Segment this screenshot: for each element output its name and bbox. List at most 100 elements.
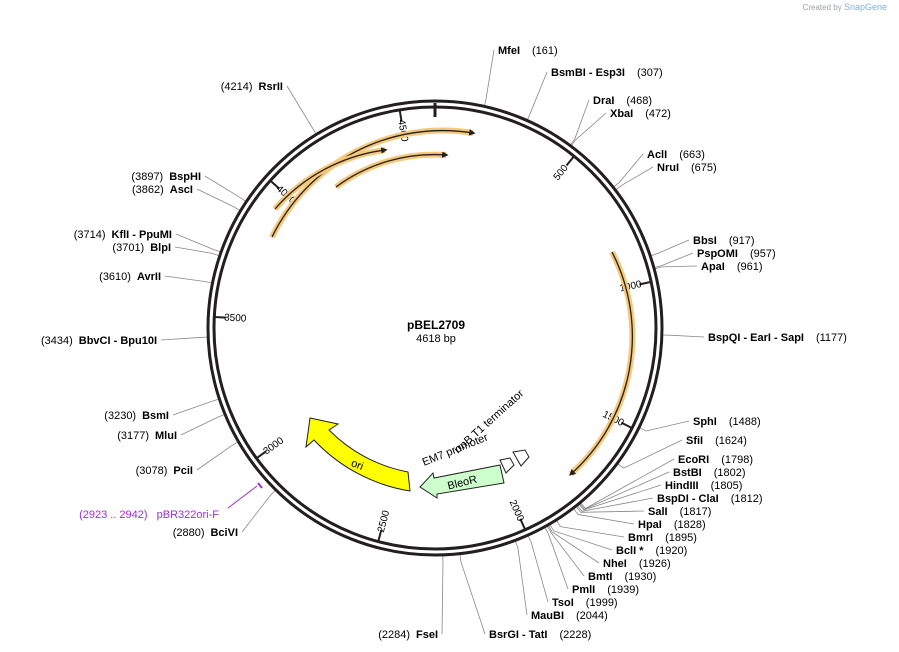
site-leader [655,265,698,270]
restriction-site-label[interactable]: HindIII (1805) [665,480,742,492]
restriction-site-label[interactable]: (3434)BbvCI - Bpu10I [41,335,157,347]
restriction-site-label[interactable]: (3078)PciI [136,465,193,477]
restriction-site-label[interactable]: (2880) BciVI [173,527,238,539]
restriction-site-label[interactable]: BstBI(1802) [673,467,746,479]
restriction-site-label[interactable]: SfiI(1624) [686,435,747,447]
restriction-site-label[interactable]: BsmBI - Esp3I(307) [551,67,663,79]
restriction-site-label[interactable]: HpaI(1828) [638,519,706,531]
site-labels: MfeI(161) BsmBI - Esp3I(307) DraI(468)XbaI… [41,45,847,641]
site-leader [579,484,662,511]
tick-mark [269,179,280,190]
restriction-site-label[interactable]: (3714)KflI - PpuMI [74,229,172,241]
primer-label: (2923 .. 2942) pBR322ori-F [79,509,219,521]
restriction-site-label[interactable]: (3862) AscI [132,184,193,196]
site-name: HindIII [665,480,699,492]
tick-mark [377,529,383,542]
site-leader [576,506,645,513]
site-position: (1920) [656,545,688,557]
orf-arcs [269,127,636,477]
site-name: ApaI [701,261,725,273]
site-leader [484,49,495,106]
restriction-site-label[interactable]: XbaI(472) [610,108,671,120]
site-position: (161) [532,45,558,57]
site-position: (3610) [99,271,131,283]
site-name: BsmI [142,410,169,422]
restriction-site-label[interactable]: EcoRI(1798) [678,454,753,466]
site-position: (2880) [173,527,205,539]
restriction-site-label[interactable]: BclI *(1920) [616,545,687,557]
site-name: FseI [416,629,438,641]
site-leader [174,246,219,256]
restriction-site-label[interactable]: BspQI - EarI - SapI(1177) [708,332,847,344]
restriction-site-label[interactable]: (4214)RsrII [221,81,283,93]
restriction-site-label[interactable]: (3610)AvrII [99,271,161,283]
site-name: BspQI - EarI - SapI [708,332,804,344]
site-leader [615,166,654,190]
site-leader [527,71,548,120]
em7-promoter-feature[interactable] [499,457,515,474]
site-leader [573,508,635,525]
restriction-site-label[interactable]: BbsI(917) [693,235,755,247]
restriction-site-label[interactable]: BsrGI - TatI(2228) [489,629,591,641]
site-name: HpaI [638,519,662,531]
restriction-site-label[interactable]: BspDI - ClaI(1812) [657,493,763,505]
site-name: BmrI [628,532,653,544]
site-leader [196,188,240,211]
tick-label: 2000 [507,498,526,523]
orf-arc-right [568,250,636,477]
site-position: (957) [750,248,776,260]
restriction-site-label[interactable]: TsoI(1999) [552,597,618,609]
rrnb-terminator-feature[interactable] [512,449,530,467]
restriction-site-label[interactable]: MfeI(161) [498,45,558,57]
orf-arc-top-3-line [335,151,449,188]
site-position: (1930) [624,571,656,583]
site-name: BciVI [210,527,238,539]
restriction-site-label[interactable]: (3177)MluI [117,430,177,442]
site-name: AclI [647,149,667,161]
site-name: AscI [170,184,193,196]
site-leader [180,414,225,436]
site-position: (1999) [586,597,618,609]
restriction-site-label[interactable]: SalI(1817) [648,506,711,518]
site-position: (2284) [378,629,410,641]
restriction-site-label[interactable]: DraI(468) [593,95,652,107]
restriction-site-label[interactable]: (2284) FseI [378,629,438,641]
restriction-site-label[interactable]: ApaI(961) [701,261,763,273]
site-name: BsrGI - TatI [489,629,547,641]
snapgene-logo: SnapGene [843,2,887,12]
site-name: BspDI - ClaI [657,493,719,505]
site-name: XbaI [610,108,633,120]
restriction-site-label[interactable]: (3897)BspHI [131,171,201,183]
restriction-site-label[interactable]: PmlI(1939) [572,584,639,596]
site-position: (468) [626,95,652,107]
site-name: BsmBI - Esp3I [551,67,625,79]
restriction-site-label[interactable]: (3230)BsmI [104,410,169,422]
backbone-outer-ring [206,99,664,557]
restriction-site-label[interactable]: AclI(663) [647,149,705,161]
site-position: (3862) [132,184,164,196]
restriction-site-label[interactable]: (3701)BlpI [112,242,171,254]
site-leader [547,526,585,577]
restriction-site-label[interactable]: MauBI(2044) [531,610,608,622]
tick-label: 3500 [224,313,247,325]
restriction-site-label[interactable]: PspOMI(957) [697,248,776,260]
site-name: SfiI [686,435,703,447]
restriction-site-label[interactable]: BmtI(1930) [588,571,656,583]
site-leader [548,525,600,564]
ori-feature[interactable] [305,417,411,492]
restriction-site-label[interactable]: NruI(675) [657,162,717,174]
bleor-feature[interactable] [419,464,505,499]
restriction-site-label[interactable]: BmrI(1895) [628,532,697,544]
site-leader [639,420,690,432]
restriction-site-label[interactable]: SphI(1488) [693,416,761,428]
tick-label: 2500 [376,509,392,534]
site-position: (1805) [711,480,743,492]
ori-label: ori [349,457,365,473]
rrnb-terminator-label: rrnB T1 terminator [452,388,526,457]
primer-marker [257,482,263,489]
site-position: (3434) [41,335,73,347]
site-position: (4214) [221,81,253,93]
site-name: NruI [657,162,679,174]
restriction-site-label[interactable]: NheI(1926) [603,558,671,570]
